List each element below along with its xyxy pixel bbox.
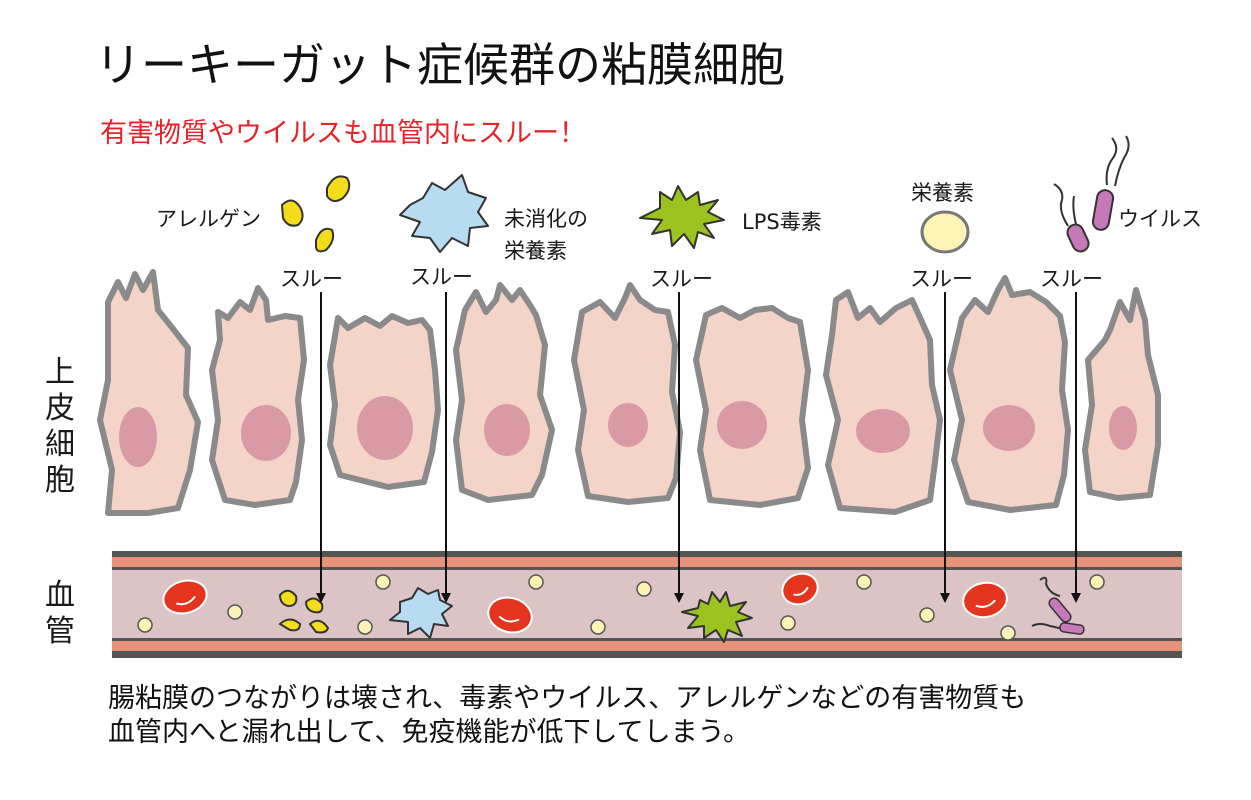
blood-vessel	[112, 551, 1182, 658]
virus-particles-vessel	[1031, 576, 1085, 635]
vessel-wall-bottom-inner	[112, 638, 1182, 641]
undigested-nutrient-blob	[399, 174, 489, 253]
nutrient-dot	[1000, 625, 1016, 641]
subtitle: 有害物質やウイルスも血管内にスルー！	[100, 118, 586, 149]
allergen-blob	[280, 199, 304, 227]
nutrient-dot	[856, 574, 872, 590]
nutrient-label: 栄養素	[911, 181, 974, 205]
red-blood-cells	[162, 572, 1008, 634]
red-blood-cell	[162, 579, 208, 615]
lps-toxin-vessel	[681, 591, 753, 643]
virus-particles	[1053, 135, 1130, 253]
nutrient-dot	[780, 615, 796, 631]
epithelial-cells	[97, 269, 1161, 516]
nutrient-dot	[375, 574, 391, 590]
nutrient-dot	[590, 619, 606, 635]
vessel-wall-top-inner	[112, 567, 1182, 570]
caption-line: 血管内へと漏れ出して、免疫機能が低下してしまう。	[108, 717, 751, 748]
vessel-wall-bottom	[112, 641, 1182, 652]
red-blood-cell	[962, 581, 1008, 619]
nucleus	[241, 405, 291, 461]
epithelial-cell	[453, 282, 555, 503]
through-label: スルー	[1040, 267, 1103, 291]
nucleus	[717, 401, 767, 449]
allergen-blob	[326, 175, 351, 202]
through-label: スルー	[650, 267, 713, 291]
nutrient-dot	[636, 581, 652, 597]
vessel-wall-top-outer	[112, 551, 1182, 559]
nutrient-dot	[528, 574, 544, 590]
epithelial-cell	[571, 282, 683, 505]
undigested-nutrient-label: 未消化の 栄養素	[504, 207, 588, 263]
nutrient-dot	[227, 604, 243, 620]
nutrient-dot	[919, 607, 935, 623]
nucleus	[983, 405, 1035, 451]
nutrient-dot	[1089, 574, 1105, 590]
vessel-wall-bottom-outer	[112, 651, 1182, 658]
allergen-particles	[280, 175, 351, 253]
epithelial-cell	[209, 285, 307, 508]
red-blood-cell	[781, 572, 819, 606]
through-label: スルー	[910, 267, 973, 291]
nutrient-particles	[137, 574, 1105, 641]
epithelial-cell	[947, 275, 1071, 513]
nutrient-circle-top	[920, 210, 970, 254]
lps-toxin-label: LPS毒素	[742, 210, 822, 234]
red-blood-cell	[487, 596, 533, 634]
epithelial-cell	[823, 289, 943, 515]
nutrient-dot	[137, 617, 153, 633]
allergen-label: アレルゲン	[156, 207, 261, 231]
virus-label: ウイルス	[1118, 207, 1202, 231]
nucleus	[357, 396, 413, 460]
vessel-lumen	[112, 570, 1182, 638]
through-label: スルー	[280, 267, 343, 291]
nucleus	[484, 404, 530, 456]
nucleus	[119, 407, 157, 467]
allergen-particles-vessel	[278, 589, 330, 634]
epithelial-cell-label: 上皮細胞	[45, 355, 75, 498]
caption-line: 腸粘膜のつながりは壊され、毒素やウイルス、アレルゲンなどの有害物質も	[108, 683, 1027, 714]
undigested-nutrient-vessel	[389, 587, 453, 639]
epithelial-cell	[97, 269, 201, 516]
nutrient-dot	[357, 619, 373, 635]
vessel-wall-top	[112, 557, 1182, 567]
lps-toxin-blob	[639, 185, 725, 249]
page-title: リーキーガット症候群の粘膜細胞	[95, 38, 785, 92]
epithelial-cell	[1082, 287, 1161, 501]
allergen-blob	[315, 227, 335, 253]
through-label: スルー	[410, 265, 473, 289]
epithelial-cell	[693, 305, 811, 508]
nucleus	[608, 403, 648, 447]
leak-arrows	[316, 292, 1081, 603]
nucleus	[856, 409, 910, 453]
caption: 腸粘膜のつながりは壊され、毒素やウイルス、アレルゲンなどの有害物質も 血管内へと…	[108, 682, 1026, 750]
epithelial-cell	[327, 313, 441, 490]
nucleus	[1109, 406, 1137, 450]
blood-vessel-label: 血管	[45, 578, 75, 649]
